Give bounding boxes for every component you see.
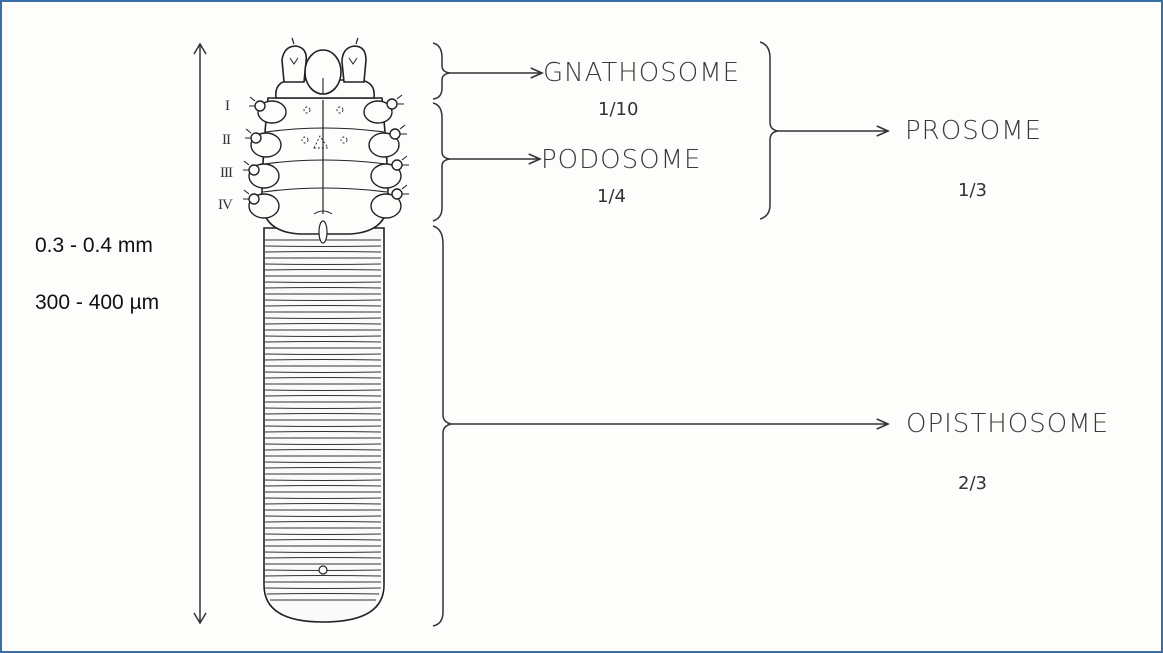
- striation-line: [265, 300, 381, 301]
- leg-label-2: II: [222, 132, 230, 149]
- mite-body: [243, 38, 409, 622]
- striation-line: [265, 282, 381, 283]
- striation-line: [265, 450, 381, 451]
- anal-pore: [319, 566, 327, 574]
- striation-line: [265, 588, 381, 589]
- striation-line: [265, 372, 381, 373]
- length-arrow: [194, 44, 206, 623]
- striation-line: [265, 432, 381, 433]
- podosome-fraction: 1/4: [597, 186, 626, 207]
- striation-line: [265, 426, 381, 427]
- striation-line: [265, 576, 381, 577]
- striation-line: [265, 516, 381, 517]
- genital-opening: [319, 221, 327, 243]
- prosome-fraction: 1/3: [958, 180, 987, 201]
- striation-line: [265, 264, 381, 265]
- striation-line: [265, 558, 381, 559]
- bracket-opisthosome: [433, 226, 451, 626]
- leg-label-4: IV: [218, 197, 232, 214]
- striation-line: [265, 540, 381, 541]
- striation-line: [265, 360, 381, 361]
- striation-line: [265, 468, 381, 469]
- arrows: [450, 73, 888, 424]
- leg-label-1: I: [225, 98, 229, 115]
- striation-line: [265, 318, 381, 319]
- bracket-gnathosome: [433, 43, 450, 99]
- striation-line: [265, 390, 381, 391]
- gnathosome-fraction: 1/10: [598, 99, 638, 120]
- striation-line: [265, 378, 381, 379]
- length-label-um: 300 - 400 µm: [35, 291, 159, 315]
- striation-line: [265, 354, 381, 355]
- striation-line: [265, 306, 381, 307]
- striation-line: [265, 336, 381, 337]
- striation-line: [265, 396, 381, 397]
- striation-line: [265, 462, 381, 463]
- opisthosome-label: OPISTHOSOME: [906, 409, 1109, 439]
- length-label-mm: 0.3 - 0.4 mm: [35, 234, 153, 258]
- bracket-prosome: [760, 42, 778, 219]
- striation-line: [265, 270, 381, 271]
- opisthosome-striations: [265, 240, 381, 600]
- leg-label-3: III: [220, 165, 232, 182]
- striation-line: [265, 444, 381, 445]
- striation-line: [267, 594, 380, 595]
- striation-line: [265, 342, 381, 343]
- striation-line: [265, 480, 381, 481]
- striation-line: [265, 498, 381, 499]
- striation-line: [265, 414, 381, 415]
- gnathosome-label: GNATHOSOME: [543, 58, 740, 88]
- striation-line: [265, 504, 381, 505]
- right-palp: [342, 46, 366, 82]
- striation-line: [265, 408, 381, 409]
- striation-line: [265, 486, 381, 487]
- bracket-podosome: [433, 103, 450, 221]
- striation-line: [265, 522, 381, 523]
- prosome-label: PROSOME: [905, 116, 1042, 146]
- striation-line: [265, 324, 381, 325]
- podosome-label: PODOSOME: [541, 145, 701, 175]
- striation-line: [265, 534, 381, 535]
- striation-line: [265, 552, 381, 553]
- striation-line: [265, 252, 381, 253]
- striation-line: [265, 246, 381, 247]
- striation-line: [265, 288, 381, 289]
- brackets: [433, 42, 778, 626]
- opisthosome-fraction: 2/3: [958, 473, 987, 494]
